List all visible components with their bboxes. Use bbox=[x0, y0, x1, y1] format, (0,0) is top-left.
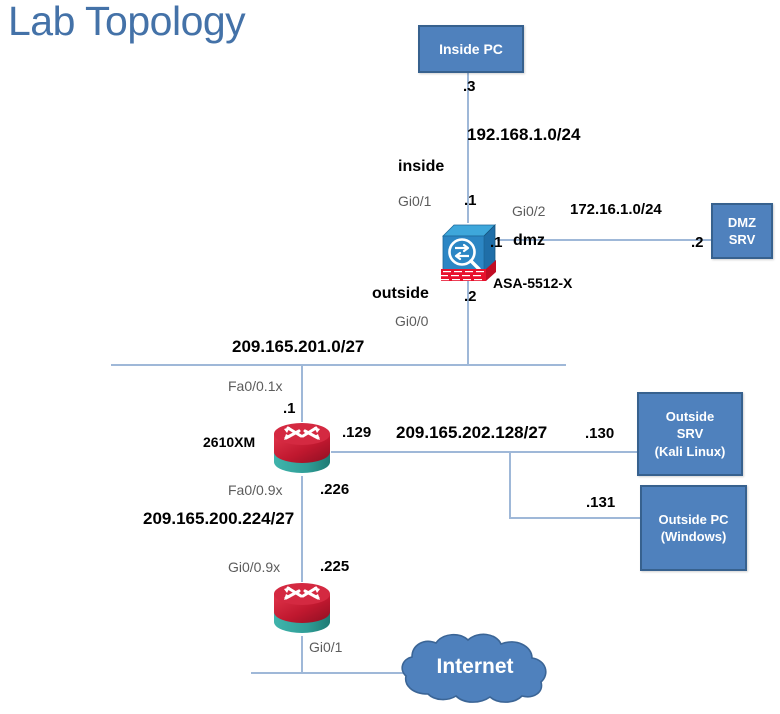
node-outside-pc[interactable]: Outside PC (Windows) bbox=[640, 485, 747, 571]
link-edge-router-to-internet-bus bbox=[301, 636, 303, 674]
node-outside-srv[interactable]: Outside SRV (Kali Linux) bbox=[637, 392, 743, 476]
label-asa-outside-ip: .2 bbox=[464, 288, 477, 305]
label-outside-srv-ip: .130 bbox=[585, 425, 615, 442]
label-zone-inside: inside bbox=[398, 158, 445, 175]
label-dmz-srv-ip: .2 bbox=[691, 234, 704, 251]
label-dmz-subnet: 172.16.1.0/24 bbox=[570, 201, 662, 218]
outside-pc-label-line2: (Windows) bbox=[660, 529, 727, 544]
link-bus-to-router-2610 bbox=[301, 364, 303, 422]
outside-srv-label-line1: Outside bbox=[665, 409, 715, 425]
label-inside-pc-ip: .3 bbox=[463, 78, 476, 95]
label-zone-dmz: dmz bbox=[513, 232, 545, 249]
link-drop-to-outside-pc bbox=[509, 451, 511, 518]
link-asa-to-dmz-srv bbox=[497, 239, 712, 241]
label-iface-gi0-2: Gi0/2 bbox=[512, 203, 546, 219]
label-iface-fa0-09x: Fa0/0.9x bbox=[228, 482, 283, 498]
bus-internet bbox=[251, 672, 406, 674]
label-r2610-right-ip: .129 bbox=[342, 424, 372, 441]
label-iface-fa0-01x: Fa0/0.1x bbox=[228, 378, 283, 394]
label-r2610-top-ip: .1 bbox=[283, 400, 296, 417]
label-redge-top-ip: .225 bbox=[320, 558, 350, 575]
label-outside-subnet: 209.165.201.0/27 bbox=[232, 337, 365, 356]
cloud-icon-internet[interactable] bbox=[398, 632, 552, 704]
link-router-2610-to-edge-router bbox=[301, 476, 303, 582]
link-to-outside-pc bbox=[509, 517, 642, 519]
router-icon-2610xm[interactable] bbox=[272, 418, 332, 480]
label-asa-inside-ip: .1 bbox=[464, 192, 477, 209]
outside-srv-label-line3: (Kali Linux) bbox=[654, 443, 726, 459]
router-icon-edge[interactable] bbox=[272, 578, 332, 640]
outside-srv-label-line2: SRV bbox=[676, 426, 704, 442]
link-inside-pc-to-asa bbox=[467, 73, 469, 223]
label-r2610-model: 2610XM bbox=[203, 434, 256, 450]
page-title: Lab Topology bbox=[8, 0, 246, 44]
dmz-srv-label-line2: SRV bbox=[728, 232, 756, 247]
link-router-2610-to-outside-srv bbox=[331, 451, 639, 453]
node-dmz-srv[interactable]: DMZ SRV bbox=[711, 203, 773, 259]
link-asa-to-outside-bus bbox=[467, 280, 469, 365]
label-zone-outside: outside bbox=[372, 285, 429, 302]
label-outside-pc-ip: .131 bbox=[586, 494, 616, 511]
label-iface-gi0-1: Gi0/1 bbox=[398, 193, 432, 209]
dmz-srv-label-line1: DMZ bbox=[727, 214, 757, 230]
label-r2610-bottom-ip: .226 bbox=[320, 481, 350, 498]
bus-209-165-201 bbox=[111, 364, 566, 366]
label-dmz2-subnet: 209.165.202.128/27 bbox=[396, 423, 548, 442]
label-asa-model: ASA-5512-X bbox=[493, 275, 573, 291]
label-inside-subnet: 192.168.1.0/24 bbox=[467, 125, 581, 144]
label-transit-subnet: 209.165.200.224/27 bbox=[143, 509, 295, 528]
label-iface-gi0-09x: Gi0/0.9x bbox=[228, 559, 281, 575]
node-inside-pc[interactable]: Inside PC bbox=[418, 25, 524, 73]
label-iface-gi0-0: Gi0/0 bbox=[395, 313, 429, 329]
asa-firewall-icon[interactable] bbox=[437, 222, 499, 284]
outside-pc-label-line1: Outside PC bbox=[658, 511, 729, 527]
inside-pc-label: Inside PC bbox=[439, 40, 503, 57]
label-iface-gi0-1-edge: Gi0/1 bbox=[309, 639, 343, 655]
label-asa-dmz-ip: .1 bbox=[490, 234, 503, 251]
